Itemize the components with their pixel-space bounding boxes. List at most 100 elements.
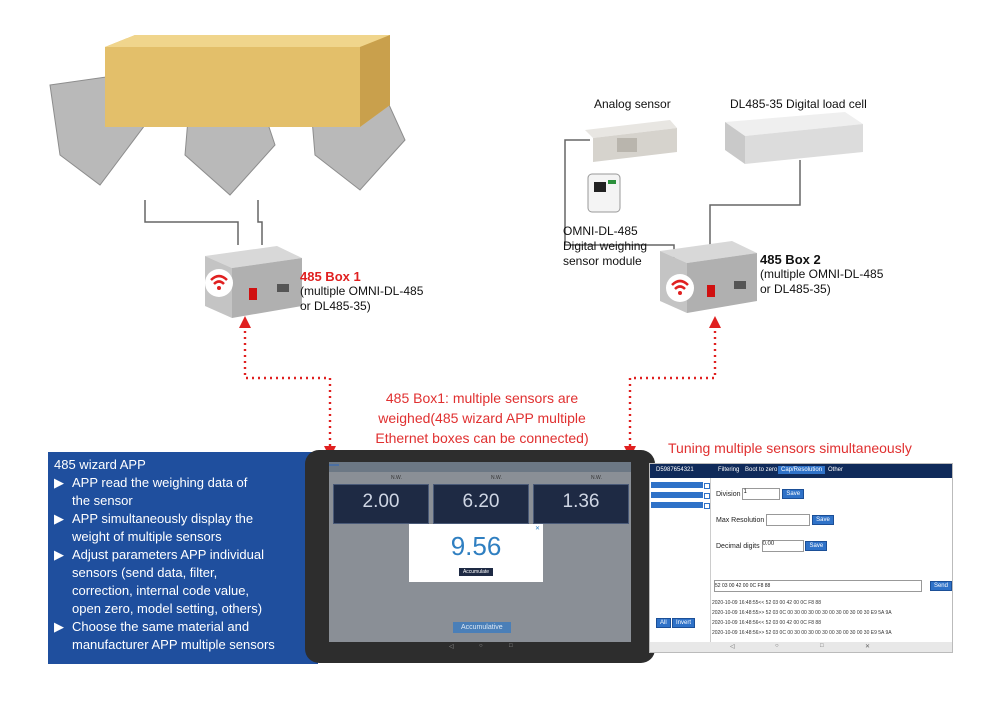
decimal-row: Decimal digits 0.00 Save — [716, 540, 828, 552]
bullet-2: ▶ APP simultaneously display the weight o… — [54, 510, 318, 546]
triangle-bullet-icon: ▶ — [54, 547, 64, 562]
command-row: 52 03 00 42 00 0C F8 88 Send — [714, 580, 952, 592]
digital-load-cell-label: DL485-35 Digital load cell — [730, 97, 867, 111]
bullet-text: APP simultaneously display the — [72, 511, 254, 526]
back-icon[interactable]: ◁ — [730, 644, 735, 650]
recent-apps-icon[interactable]: □ — [509, 643, 513, 649]
close-icon[interactable]: ✕ — [865, 644, 871, 650]
accumulate-button[interactable]: Accumulate — [458, 568, 494, 576]
box2-device — [660, 241, 757, 313]
log-line: 2020-10-09 16:48:55>> 52 03 0C 00 30 00 … — [712, 610, 892, 616]
center-note-3: Ethernet boxes can be connected) — [375, 430, 589, 446]
tablet-tab[interactable] — [339, 464, 349, 466]
box2-desc-1: (multiple OMNI-DL-485 — [760, 267, 884, 281]
command-input[interactable]: 52 03 00 42 00 0C F8 88 — [714, 580, 922, 592]
module-label: OMNI-DL-485 Digital weighing sensor modu… — [563, 224, 647, 269]
digital-load-cell-image — [725, 112, 863, 164]
sensor-value: 2.00 — [362, 491, 400, 512]
tab-filtering[interactable]: Filtering — [718, 467, 740, 473]
log-line: 2020-10-09 16:48:55<< 52 03 00 42 00 0C … — [712, 600, 821, 606]
decimal-select[interactable]: 0.00 — [761, 540, 804, 552]
max-res-row: Max Resolution Save — [716, 514, 834, 526]
app-panel-title: 485 wizard APP — [54, 457, 146, 472]
bullet-1: ▶ APP read the weighing data of the senso… — [54, 474, 318, 510]
save-button[interactable]: Save — [812, 515, 834, 525]
accumulative-button[interactable]: Accumulative — [453, 622, 511, 633]
box1-title: 485 Box 1 — [300, 269, 361, 284]
tab-cap-resolution[interactable]: Cap/Resolution — [778, 466, 826, 474]
save-button[interactable]: Save — [805, 541, 828, 551]
recent-apps-icon[interactable]: □ — [820, 643, 824, 649]
tuning-nav-bar: ◁ ○ □ ✕ — [650, 642, 952, 652]
triangle-bullet-icon: ▶ — [54, 511, 64, 526]
division-select[interactable]: 1 — [742, 488, 781, 500]
device-item[interactable] — [651, 492, 703, 498]
weighing-platform-illustration — [49, 35, 406, 196]
division-label: Division — [716, 490, 741, 498]
bullet-text: APP read the weighing data of — [72, 475, 248, 490]
box2-title: 485 Box 2 — [760, 252, 821, 267]
tuning-app-screenshot: D5987654321 Filtering Boot to zero Cap/R… — [649, 463, 953, 653]
log-line: 2020-10-09 16:48:56>> 52 03 0C 00 30 00 … — [712, 630, 892, 636]
box1-device — [205, 246, 302, 318]
sensor-value: 1.36 — [562, 491, 600, 512]
box1-label: 485 Box 1 (multiple OMNI-DL-485 or DL485… — [300, 269, 423, 314]
bullet-text: open zero, model setting, others) — [72, 601, 263, 616]
center-note: 485 Box1: multiple sensors are weighed(4… — [352, 388, 612, 448]
center-note-1: 485 Box1: multiple sensors are — [385, 390, 579, 406]
back-icon[interactable]: ◁ — [449, 644, 454, 650]
close-icon[interactable]: ✕ — [534, 526, 540, 532]
tuning-title: Tuning multiple sensors simultaneously — [668, 440, 912, 456]
tab-boot-to-zero[interactable]: Boot to zero — [745, 467, 778, 473]
tuning-header: D5987654321 Filtering Boot to zero Cap/R… — [650, 464, 952, 478]
device-checkbox[interactable] — [704, 493, 710, 499]
save-button[interactable]: Save — [782, 489, 805, 499]
sensor-card[interactable]: 1.36 — [533, 484, 629, 524]
module-label-3: sensor module — [563, 254, 642, 268]
device-list: All Invert — [650, 478, 711, 652]
division-row: Division 1 Save — [716, 488, 805, 500]
bullet-text: the sensor — [72, 493, 133, 508]
device-item[interactable] — [651, 502, 703, 508]
bullet-3: ▶ Adjust parameters APP individual sensor… — [54, 546, 318, 618]
box2-desc-2: or DL485-35) — [760, 282, 831, 296]
home-icon[interactable]: ○ — [775, 643, 779, 649]
tab-other[interactable]: Other — [828, 467, 844, 473]
bullet-text: sensors (send data, filter, — [72, 565, 218, 580]
bullet-text: weight of multiple sensors — [72, 529, 222, 544]
device-item[interactable] — [651, 482, 703, 488]
max-res-label: Max Resolution — [716, 516, 765, 524]
omni-module-image — [587, 173, 621, 213]
send-button[interactable]: Send — [929, 581, 952, 591]
max-res-input[interactable] — [766, 514, 811, 526]
sensor-card[interactable]: 6.20 — [433, 484, 529, 524]
bullet-text: Adjust parameters APP individual — [72, 547, 264, 562]
tablet-screen: N.W. N.W. N.W. 2.00 6.20 1.36 ✕ 9.56 Acc… — [329, 462, 631, 642]
invert-button[interactable]: Invert — [672, 618, 696, 628]
app-description-panel: 485 wizard APP ▶ APP read the weighing d… — [48, 452, 318, 664]
device-id: D5987654321 — [656, 467, 694, 473]
analog-sensor-label: Analog sensor — [594, 97, 671, 111]
device-checkbox[interactable] — [704, 483, 710, 489]
bullet-text: correction, internal code value, — [72, 583, 250, 598]
center-note-2: weighed(485 wizard APP multiple — [378, 410, 586, 426]
bullet-text: Choose the same material and — [72, 619, 250, 634]
device-checkbox[interactable] — [704, 503, 710, 509]
box2-label: 485 Box 2 (multiple OMNI-DL-485 or DL485… — [760, 252, 883, 297]
unit-label: N.W. — [591, 475, 602, 481]
tablet-tab[interactable] — [329, 464, 339, 466]
unit-label: N.W. — [391, 475, 402, 481]
decimal-label: Decimal digits — [716, 542, 760, 550]
triangle-bullet-icon: ▶ — [54, 475, 64, 490]
sensor-card[interactable]: 2.00 — [333, 484, 429, 524]
box1-desc-2: or DL485-35) — [300, 299, 371, 313]
module-label-2: Digital weighing — [563, 239, 648, 253]
popup-total-value: 9.56 — [450, 531, 502, 561]
home-icon[interactable]: ○ — [479, 643, 483, 649]
accumulate-popup: ✕ 9.56 Accumulate — [409, 524, 543, 582]
bullet-text: manufacturer APP multiple sensors — [72, 637, 275, 652]
tablet-device: N.W. N.W. N.W. 2.00 6.20 1.36 ✕ 9.56 Acc… — [305, 450, 655, 663]
select-all-button[interactable]: All — [656, 618, 671, 628]
tablet-nav-bar: ◁ ○ □ — [329, 642, 631, 654]
